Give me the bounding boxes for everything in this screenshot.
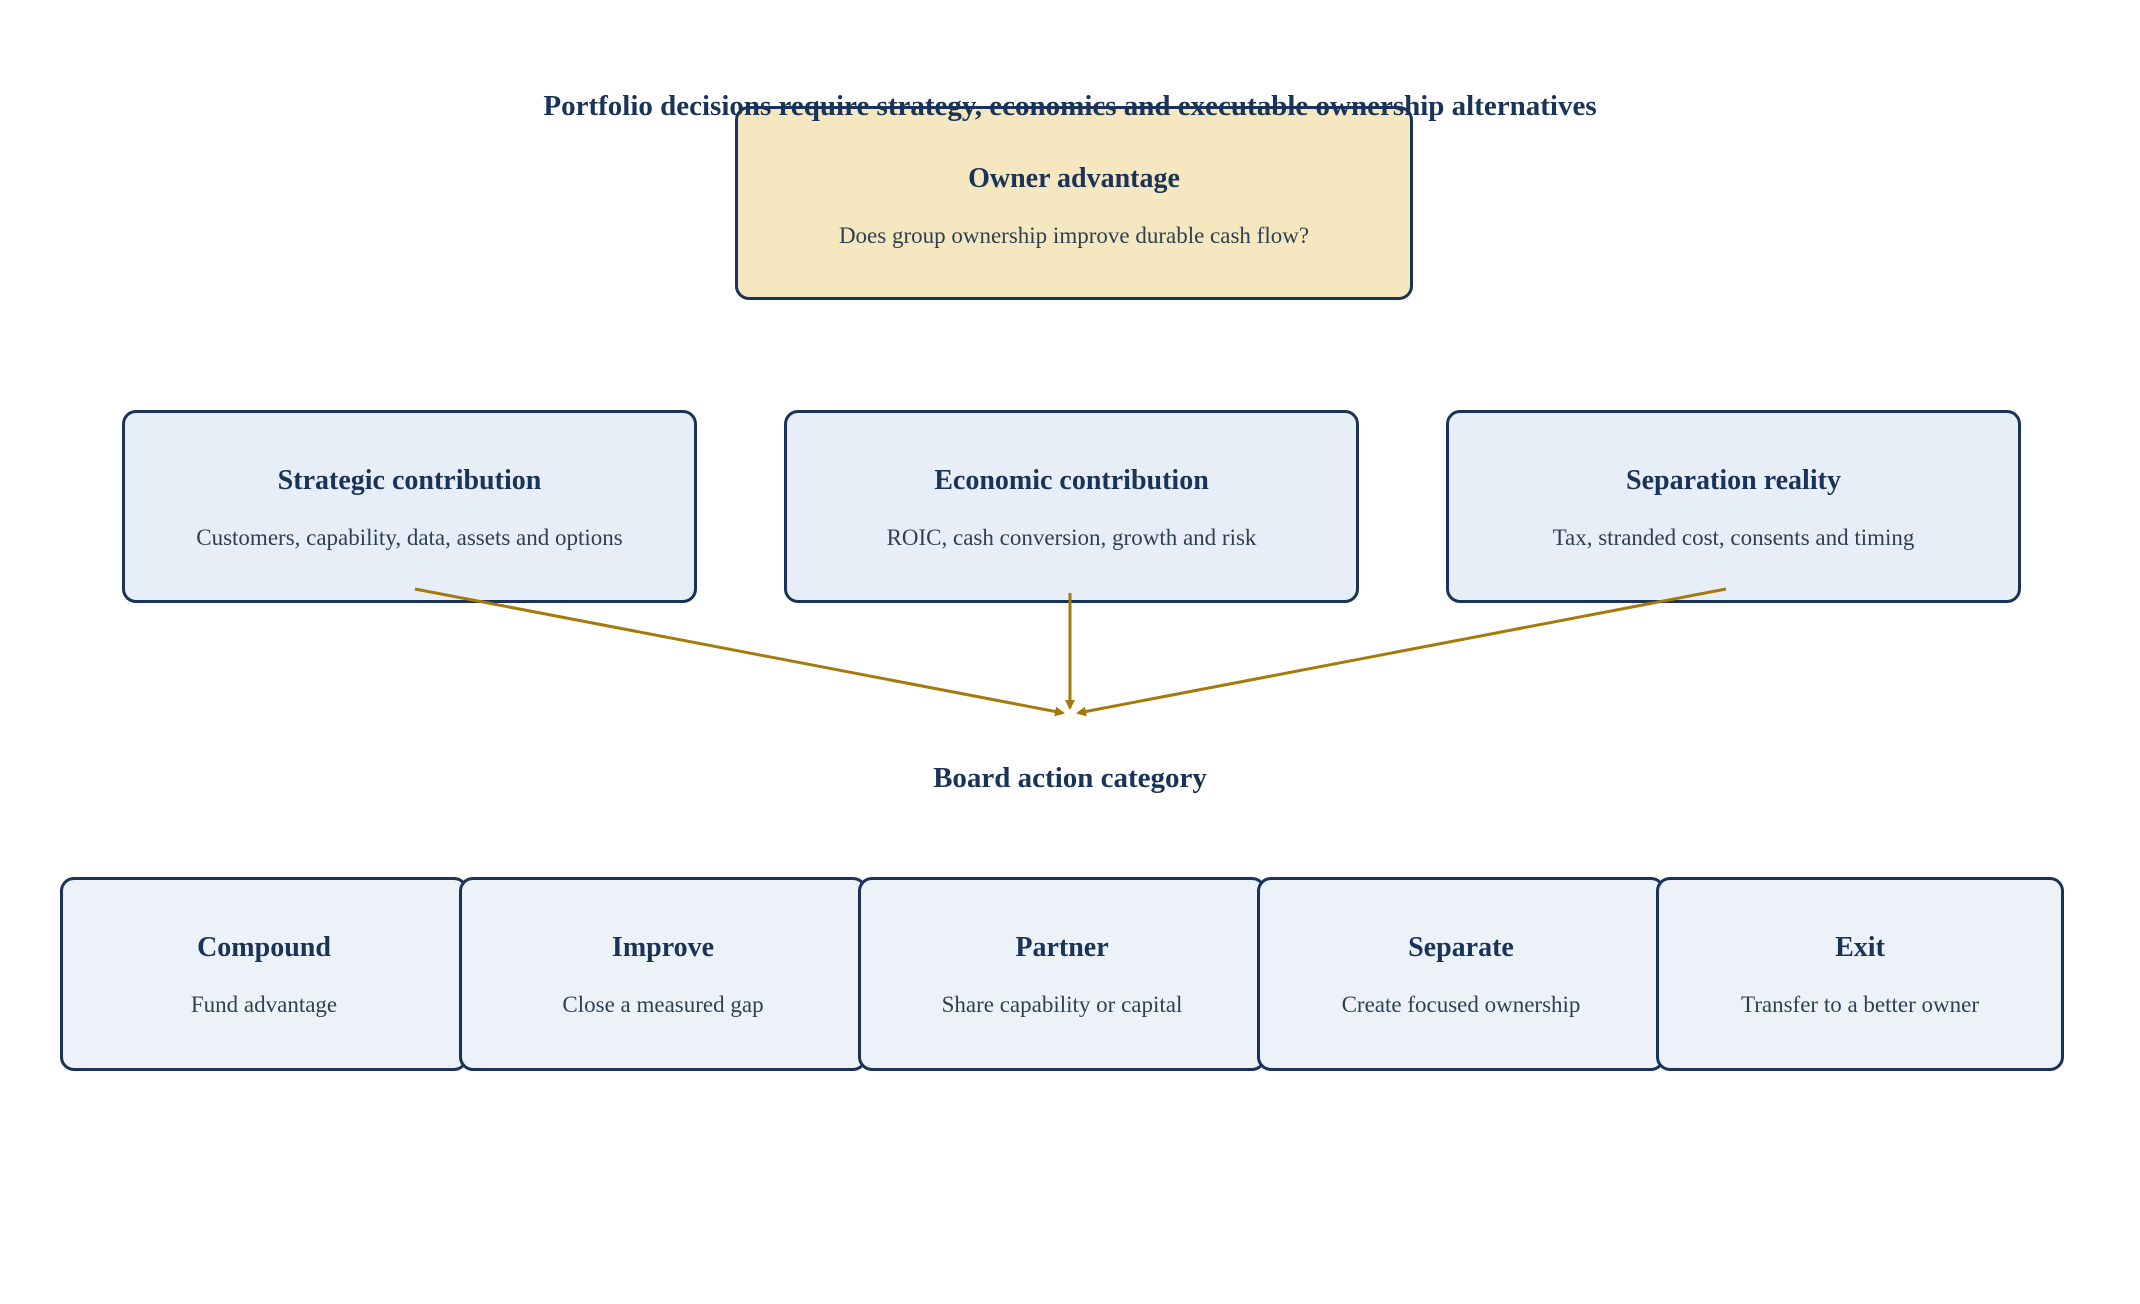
separation-reality-title: Separation reality bbox=[1626, 465, 1841, 496]
category-improve-description: Close a measured gap bbox=[562, 992, 764, 1017]
separation-reality-box: Separation reality Tax, stranded cost, c… bbox=[1446, 410, 2021, 603]
owner-advantage-title: Owner advantage bbox=[968, 163, 1180, 194]
category-separate-title: Separate bbox=[1408, 932, 1514, 963]
separation-reality-description: Tax, stranded cost, consents and timing bbox=[1552, 525, 1915, 550]
category-partner-description: Share capability or capital bbox=[941, 992, 1183, 1017]
category-compound-box: Compound Fund advantage bbox=[60, 877, 468, 1071]
category-exit-title: Exit bbox=[1835, 932, 1885, 963]
category-separate-box: Separate Create focused ownership bbox=[1257, 877, 1665, 1071]
diagram-title: Portfolio decisions require strategy, ec… bbox=[543, 90, 1597, 122]
category-exit-description: Transfer to a better owner bbox=[1740, 992, 1980, 1017]
category-compound-description: Fund advantage bbox=[190, 992, 338, 1017]
board-action-category-label: Board action category bbox=[933, 762, 1207, 794]
economic-contribution-box: Economic contribution ROIC, cash convers… bbox=[784, 410, 1359, 603]
arrow-strategic-to-board bbox=[414, 587, 1065, 717]
category-exit-box: Exit Transfer to a better owner bbox=[1656, 877, 2064, 1071]
category-improve-box: Improve Close a measured gap bbox=[459, 877, 867, 1071]
owner-advantage-description: Does group ownership improve durable cas… bbox=[838, 223, 1310, 248]
arrow-separation-to-board bbox=[1076, 587, 1727, 717]
strategic-contribution-title: Strategic contribution bbox=[277, 465, 542, 496]
economic-contribution-description: ROIC, cash conversion, growth and risk bbox=[886, 525, 1257, 550]
category-improve-title: Improve bbox=[611, 932, 715, 963]
strategic-contribution-description: Customers, capability, data, assets and … bbox=[196, 525, 623, 550]
category-partner-box: Partner Share capability or capital bbox=[858, 877, 1266, 1071]
owner-advantage-box: Owner advantage Does group ownership imp… bbox=[735, 106, 1413, 300]
strategic-contribution-box: Strategic contribution Customers, capabi… bbox=[122, 410, 697, 603]
category-separate-description: Create focused ownership bbox=[1341, 992, 1581, 1017]
category-compound-title: Compound bbox=[197, 932, 331, 963]
category-partner-title: Partner bbox=[1015, 932, 1109, 963]
economic-contribution-title: Economic contribution bbox=[934, 465, 1209, 496]
